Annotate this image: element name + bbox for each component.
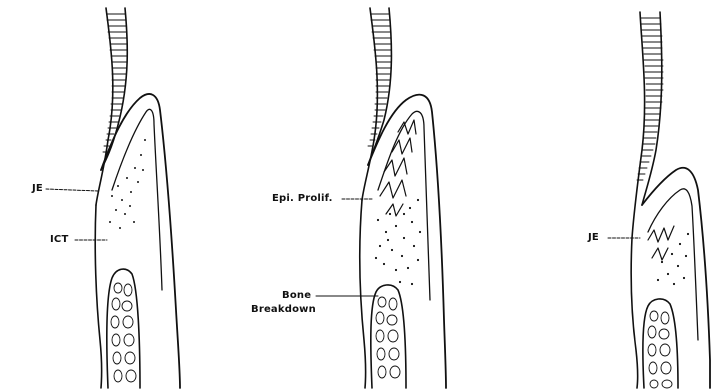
- gingiva-outline-3: [642, 168, 710, 388]
- alveolar-bone-3: [643, 299, 678, 388]
- label-bone-panel-2: Bone: [282, 290, 311, 302]
- connective-tissue-line-2: [378, 111, 430, 300]
- connective-tissue-line-1: [112, 109, 162, 290]
- label-ict-panel-1: ICT: [50, 234, 68, 246]
- label-je-panel-3: JE: [588, 232, 599, 244]
- alveolar-bone-2: [371, 285, 406, 388]
- alveolar-bone-1: [107, 269, 140, 388]
- root-surface-2: [360, 200, 366, 388]
- panel-1: [46, 8, 180, 388]
- tooth-enamel-3: [632, 12, 663, 238]
- panel-2: [316, 8, 446, 388]
- gingiva-outline-2: [368, 95, 446, 388]
- label-je-panel-1: JE: [32, 183, 43, 195]
- label-breakdown-panel-2: Breakdown: [251, 304, 316, 316]
- label-epi-prolif-panel-2: Epi. Prolif.: [272, 193, 333, 205]
- epithelial-rete-pegs-3: [648, 226, 674, 260]
- leader-line-je-1: [46, 189, 98, 191]
- tooth-enamel-2: [362, 8, 391, 200]
- root-surface-3: [631, 238, 637, 388]
- root-surface-1: [95, 205, 101, 388]
- panel-3: [608, 12, 710, 388]
- tooth-enamel-1: [96, 8, 127, 205]
